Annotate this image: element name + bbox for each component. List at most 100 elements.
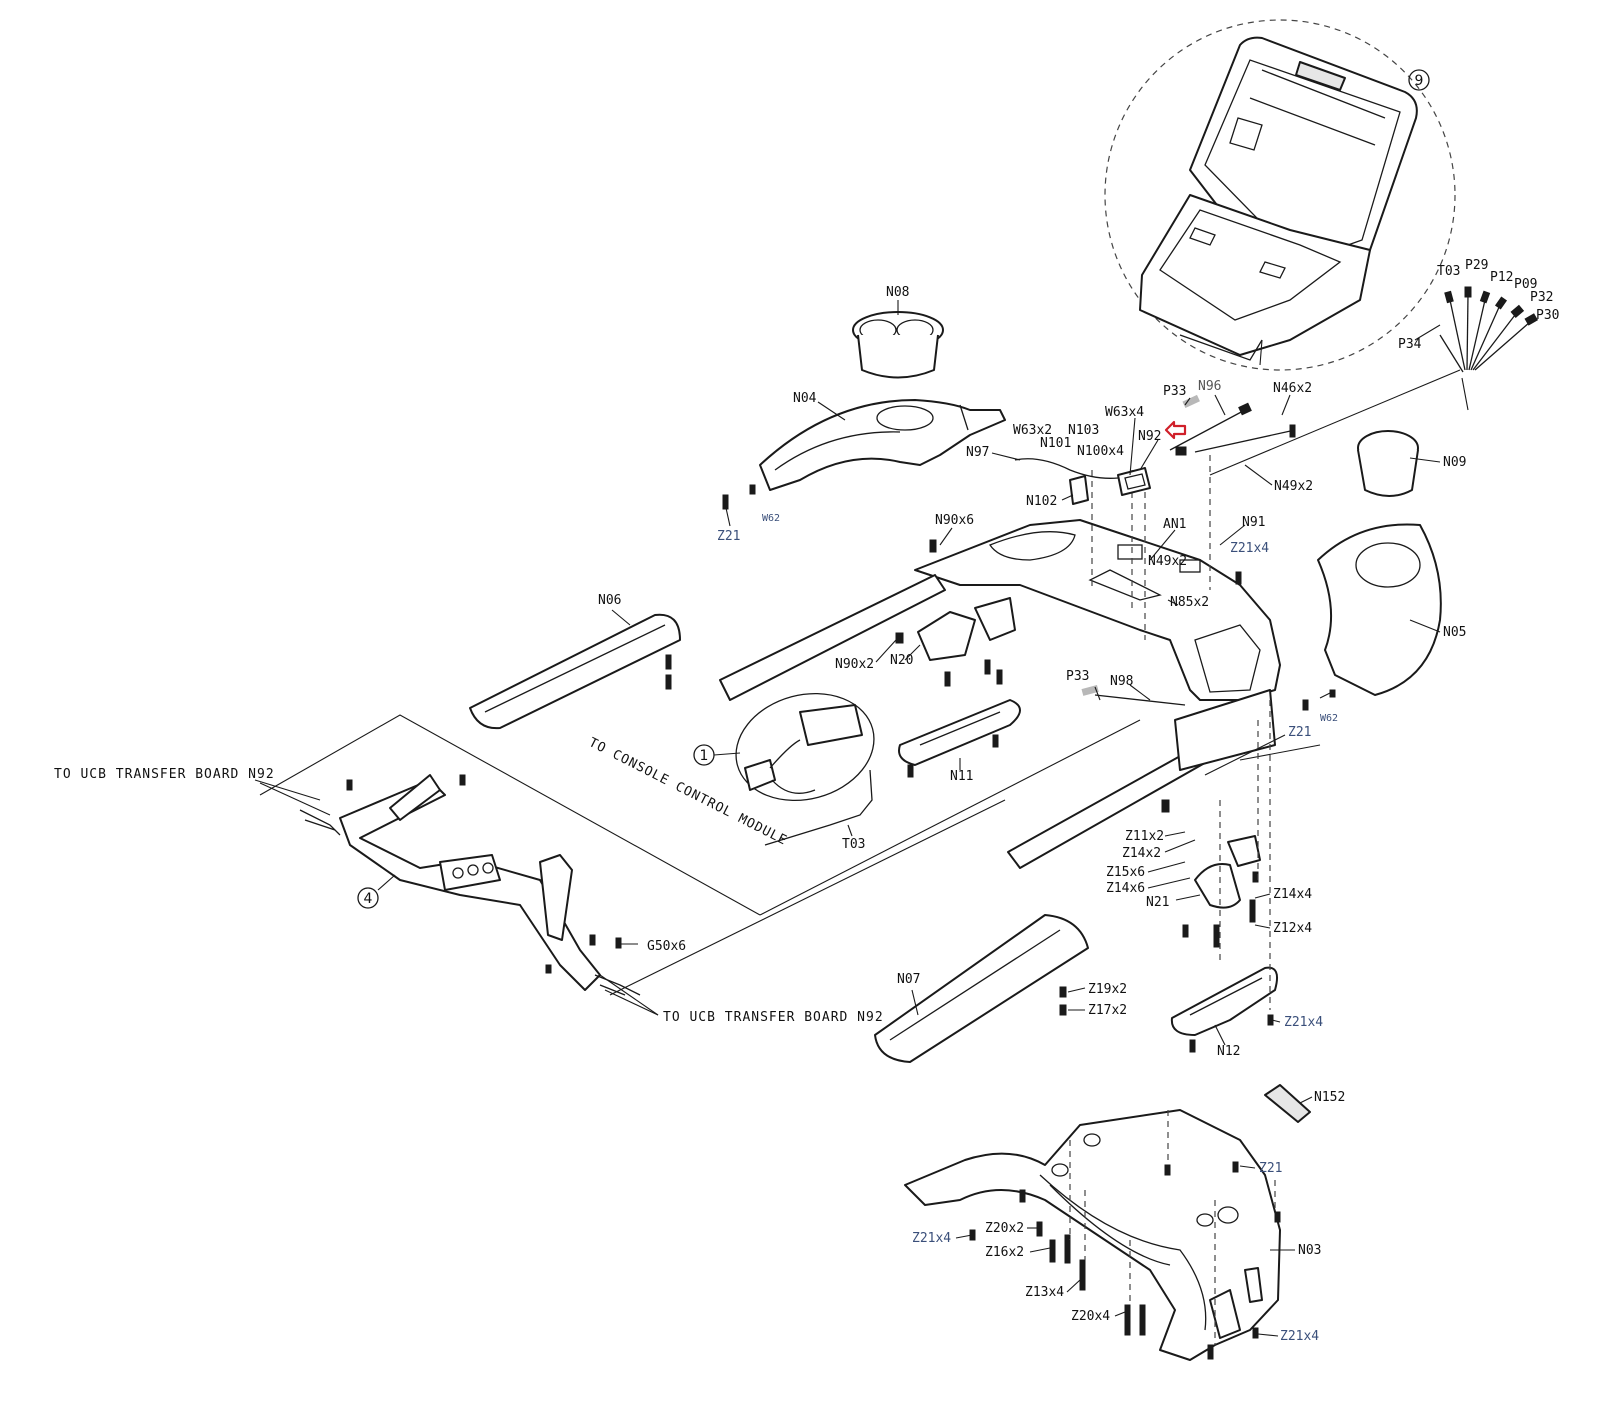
console-display (1139, 36, 1418, 361)
leader-lines (254, 300, 1441, 1337)
label-n103: N103 (1068, 423, 1099, 438)
label-w63x2: W63x2 (1013, 423, 1052, 438)
label-n07: N07 (897, 972, 920, 987)
label-n09: N09 (1443, 455, 1466, 470)
part-n12 (1170, 966, 1278, 1036)
label-p09: P09 (1514, 277, 1537, 292)
label-n03: N03 (1298, 1243, 1321, 1258)
fasteners (346, 424, 1336, 1360)
label-t03-top: T03 (1437, 264, 1460, 279)
cover-n05 (1317, 523, 1442, 696)
step-n07 (874, 914, 1089, 1063)
label-z13x4: Z13x4 (1025, 1285, 1064, 1300)
label-n101: N101 (1040, 436, 1071, 451)
hood-n03 (904, 1109, 1281, 1361)
board-n92 (1014, 402, 1296, 505)
callout-1-text: 1 (700, 748, 709, 764)
label-p33-top: P33 (1163, 384, 1186, 399)
label-n96: N96 (1198, 379, 1221, 394)
label-n06: N06 (598, 593, 621, 608)
console-detail-circle (1104, 19, 1456, 371)
label-z21x4-n12: Z21x4 (1284, 1015, 1323, 1030)
label-w63x4: W63x4 (1105, 405, 1144, 420)
label-n49x2-right: N49x2 (1274, 479, 1313, 494)
grey-connectors (1081, 394, 1200, 706)
label-z20x2: Z20x2 (985, 1221, 1024, 1236)
step-n06 (469, 613, 681, 730)
note-ucb-transfer-bottom: TO UCB TRANSFER BOARD N92 (663, 1010, 884, 1025)
cup-holder-n09 (1357, 430, 1419, 497)
callout-4-circle (357, 887, 379, 909)
handlebar-wires (299, 809, 641, 996)
t03-cable (764, 769, 873, 846)
label-n49x2-mid: N49x2 (1148, 554, 1187, 569)
safety-key-ellipse (735, 692, 875, 802)
label-z14x6: Z14x6 (1106, 881, 1145, 896)
safety-key-group: 1 (693, 692, 875, 802)
label-p33-mid: P33 (1066, 669, 1089, 684)
label-n20: N20 (890, 653, 913, 668)
label-z16x2: Z16x2 (985, 1245, 1024, 1260)
connection-lines (259, 714, 1321, 996)
callout-9-circle (1408, 69, 1430, 91)
handlebar-group: 4 (339, 774, 601, 991)
label-p29: P29 (1465, 258, 1488, 273)
part-labels: N08 N04 W62 Z21 N90x6 N06 N90x2 N20 N11 … (598, 258, 1559, 1344)
label-n100x4: N100x4 (1077, 444, 1124, 459)
callout-9-text: 9 (1415, 73, 1424, 89)
label-p34: P34 (1398, 337, 1422, 352)
label-p12: P12 (1490, 270, 1513, 285)
label-n90x2: N90x2 (835, 657, 874, 672)
label-w62-left: W62 (762, 513, 780, 524)
label-z12x4: Z12x4 (1273, 921, 1312, 936)
part-n152 (1264, 1084, 1311, 1123)
fastener-guides (1069, 455, 1276, 1345)
label-z20x4: Z20x4 (1071, 1309, 1110, 1324)
part-n21 (1194, 835, 1261, 909)
label-n91: N91 (1242, 515, 1265, 530)
label-z21x4-mid: Z21x4 (1230, 541, 1269, 556)
label-n11: N11 (950, 769, 973, 784)
part-n20 (917, 597, 1016, 661)
label-z21x4-bottom-left: Z21x4 (912, 1231, 951, 1246)
cover-n04 (759, 399, 1006, 491)
label-g50x6: G50x6 (647, 939, 686, 954)
label-z11x2: Z11x2 (1125, 829, 1164, 844)
label-n90x6: N90x6 (935, 513, 974, 528)
label-w62-right: W62 (1320, 713, 1338, 724)
console-detail-group: 9 (1104, 19, 1456, 371)
cup-holder-n08 (852, 311, 944, 379)
main-frame (719, 519, 1281, 869)
cable-bundle-group (1209, 286, 1539, 476)
label-z21-bottom: Z21 (1259, 1161, 1282, 1176)
label-z21-left: Z21 (717, 529, 740, 544)
callout-4-text: 4 (364, 891, 373, 907)
label-z14x4: Z14x4 (1273, 887, 1312, 902)
label-n04: N04 (793, 391, 817, 406)
label-n12: N12 (1217, 1044, 1240, 1059)
label-z21-right: Z21 (1288, 725, 1311, 740)
label-n05: N05 (1443, 625, 1466, 640)
label-n85x2: N85x2 (1170, 595, 1209, 610)
note-ucb-transfer-top: TO UCB TRANSFER BOARD N92 (54, 767, 275, 782)
highlight-arrow-icon (1164, 420, 1187, 440)
label-z19x2: Z19x2 (1088, 982, 1127, 997)
label-n98: N98 (1110, 674, 1133, 689)
label-p30: P30 (1536, 308, 1559, 323)
label-n102: N102 (1026, 494, 1057, 509)
label-n97: N97 (966, 445, 989, 460)
label-t03-mid: T03 (842, 837, 865, 852)
label-n08: N08 (886, 285, 909, 300)
label-n21: N21 (1146, 895, 1169, 910)
label-n46x2: N46x2 (1273, 381, 1312, 396)
label-an1: AN1 (1163, 517, 1186, 532)
label-z15x6: Z15x6 (1106, 865, 1145, 880)
part-n11 (898, 699, 1021, 766)
label-n92: N92 (1138, 429, 1161, 444)
label-z17x2: Z17x2 (1088, 1003, 1127, 1018)
label-n152: N152 (1314, 1090, 1345, 1105)
label-z14x2: Z14x2 (1122, 846, 1161, 861)
label-p32: P32 (1530, 290, 1553, 305)
label-z21x4-bottom-right: Z21x4 (1280, 1329, 1319, 1344)
